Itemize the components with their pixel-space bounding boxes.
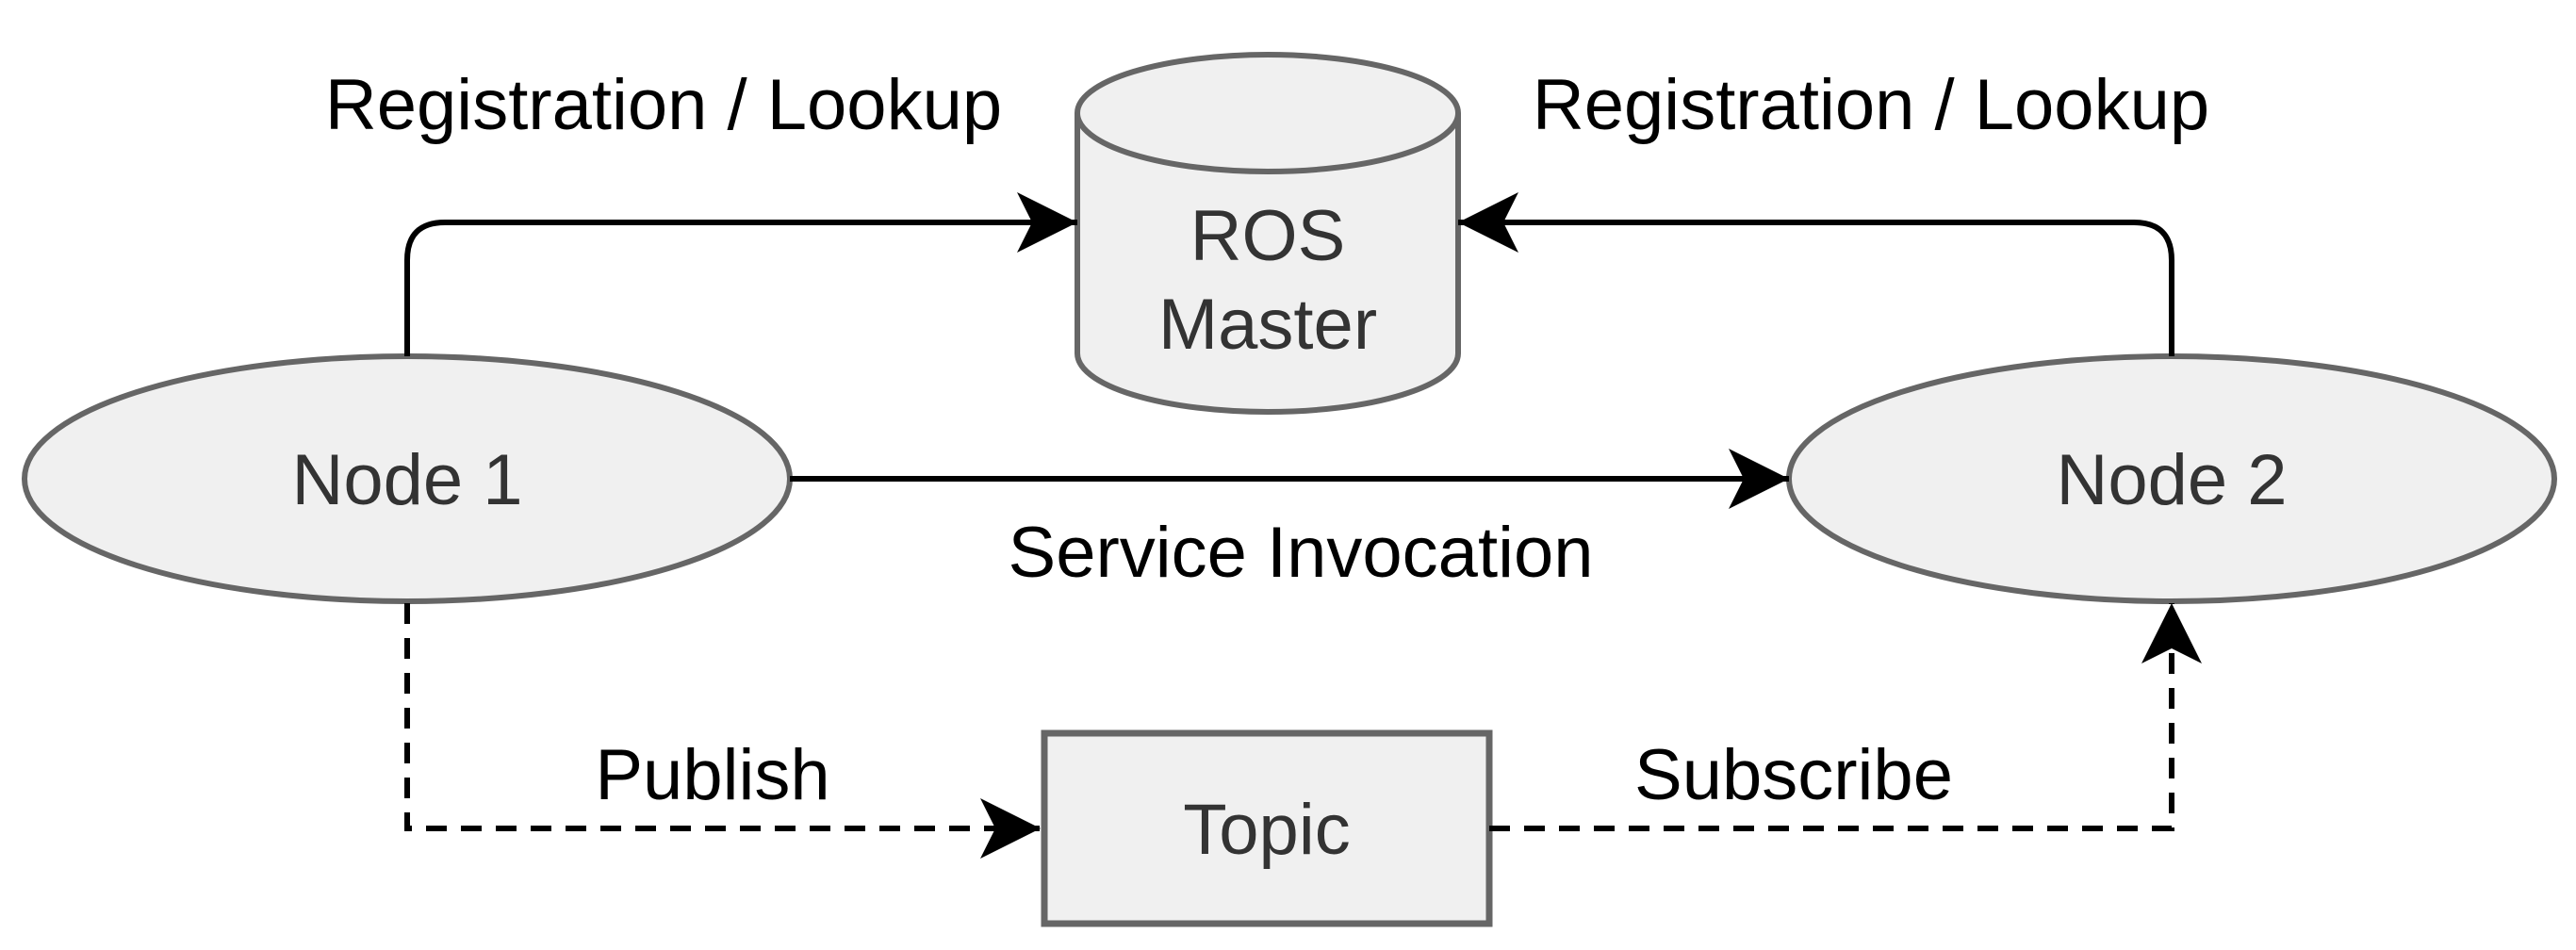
topic-box [1041, 729, 1493, 927]
ros-master-database[interactable]: ROS Master [1075, 52, 1461, 415]
edge-label-subscribe: Subscribe [1634, 735, 1953, 815]
edge-node1-to-topic-publish [404, 603, 1041, 859]
ros-master-cylinder-top [1075, 52, 1461, 174]
edge-label-registration-lookup-left: Registration / Lookup [325, 65, 1002, 145]
topic-label: Topic [1183, 790, 1350, 870]
ros-master-label-line2: Master [1158, 285, 1377, 365]
edge-label-registration-lookup-right: Registration / Lookup [1533, 65, 2209, 145]
node-2[interactable]: Node 2 [1786, 353, 2557, 604]
edge-topic-to-node2-subscribe [1489, 603, 2202, 831]
edge-label-service-invocation: Service Invocation [1009, 513, 1594, 593]
node-2-label: Node 2 [2056, 440, 2287, 520]
ros-master-cylinder-body [1075, 113, 1461, 415]
ros-master-label-line1: ROS [1190, 196, 1346, 276]
edge-node2-to-master [1458, 192, 2174, 356]
edge-node1-to-master [404, 192, 1077, 356]
topic[interactable]: Topic [1041, 729, 1493, 927]
node-1[interactable]: Node 1 [22, 353, 793, 604]
node-1-label: Node 1 [291, 440, 522, 520]
edge-label-publish: Publish [595, 735, 829, 815]
